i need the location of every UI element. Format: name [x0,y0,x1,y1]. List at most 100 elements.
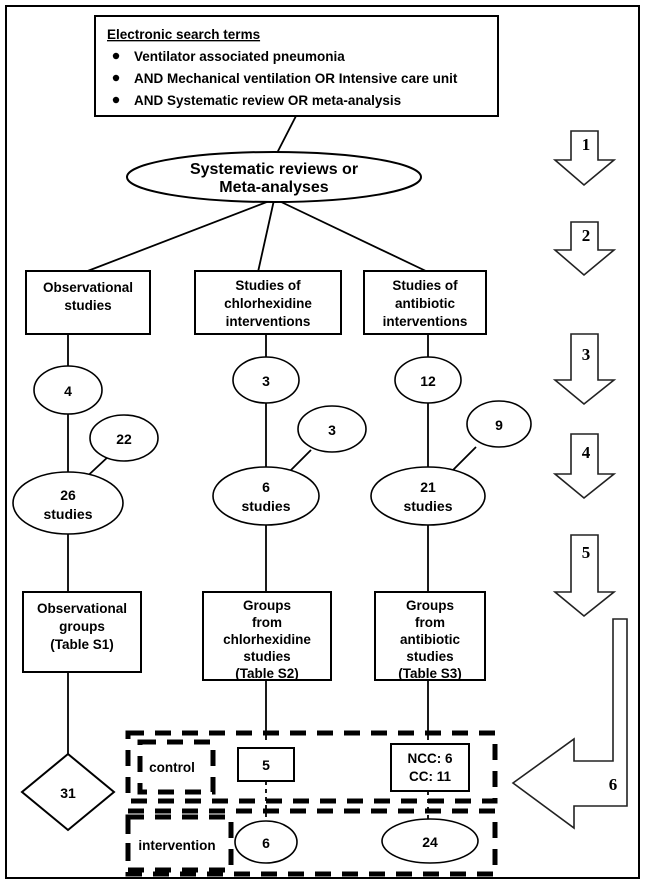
observational-box-rect [25,270,151,335]
search-bullet-1: Ventilator associated pneumonia [134,49,345,64]
step-2-label: 2 [582,226,591,245]
step-1-label: 1 [582,135,591,154]
search-bullet-3: AND Systematic review OR meta-analysis [134,93,401,108]
observational-total-line-1: 26 [60,487,76,503]
observational-box-line-1: Observational [43,280,133,295]
antibiotic-box-line-1: Studies of [392,278,458,293]
antibiotic-side-value: 9 [495,417,503,433]
antibiotic-box-line-3: interventions [383,314,468,329]
intervention-node-chlorhexidine: 6 [234,820,298,864]
step-arrow-3: 3 [552,333,617,406]
antibiotic-total-line-2: studies [403,498,452,514]
diamond-value: 31 [60,785,76,801]
observational-total-oval-shape [12,471,124,535]
bullet-dot-icon [112,74,120,82]
count-observational-side: 22 [89,414,159,462]
step-3-label: 3 [582,345,591,364]
chlorhexidine-box-rect [194,270,342,335]
intervention-label-rect [125,814,234,873]
count-chlorhexidine-total: 6 studies [212,466,320,526]
observational-groups-line-3: (Table S1) [50,637,114,652]
group-box-chlorhexidine: Groups from chlorhexidine studies (Table… [202,591,332,681]
chlorhexidine-groups-line-2: from [252,615,282,630]
control-label-rect [137,739,216,795]
chlorhexidine-total-line-2: studies [241,498,290,514]
step-2-arrow-shape [552,221,617,277]
chlorhexidine-box-line-2: chlorhexidine [224,296,312,311]
main-oval-line-2: Meta-analyses [219,179,328,196]
intervention-antibiotic-value: 24 [422,834,438,850]
control-chlorhexidine-rect [237,747,295,782]
antibiotic-total-oval-shape [370,466,486,526]
step-5-arrow-shape [552,534,617,618]
main-oval-line-1: Systematic reviews or [190,161,358,178]
chlorhexidine-groups-line-1: Groups [243,598,291,613]
search-box-heading: Electronic search terms [107,27,260,42]
bullet-dot-icon [112,52,120,60]
observational-top-value: 4 [64,383,72,399]
control-node-antibiotic: NCC: 6 CC: 11 [390,743,470,792]
intervention-antibiotic-oval-shape [381,818,479,864]
step-4-arrow-shape [552,433,617,500]
antibiotic-groups-line-5: (Table S3) [398,666,462,681]
control-antibiotic-rect [390,743,470,792]
bullet-dot-icon [112,96,120,104]
control-antibiotic-line-2: CC: 11 [409,769,452,784]
observational-groups-line-2: groups [59,619,105,634]
step-1-arrow-shape [552,130,617,187]
observational-side-value: 22 [116,431,132,447]
step-6-label: 6 [609,775,618,794]
figure-border [5,5,640,879]
observational-total-line-2: studies [43,506,92,522]
step-arrow-5: 5 [552,534,617,618]
observational-top-oval-shape [33,365,103,415]
count-antibiotic-total: 21 studies [370,466,486,526]
antibiotic-side-oval-shape [466,400,532,448]
step-6-arrow-shape [511,618,628,830]
observational-box-line-2: studies [64,298,111,313]
observational-diamond: 31 [20,752,116,832]
chlorhexidine-total-line-1: 6 [262,479,270,495]
observational-groups-rect [22,591,142,673]
intervention-chlorhexidine-oval-shape [234,820,298,864]
count-observational-total: 26 studies [12,471,124,535]
chlorhexidine-groups-line-5: (Table S2) [235,666,299,681]
dashed-region-control: control [125,730,498,804]
intervention-node-antibiotic: 24 [381,818,479,864]
step-3-arrow-shape [552,333,617,406]
category-box-observational: Observational studies [25,270,151,335]
antibiotic-total-line-1: 21 [420,479,436,495]
count-antibiotic-side: 9 [466,400,532,448]
antibiotic-top-value: 12 [420,373,436,389]
control-antibiotic-line-1: NCC: 6 [407,751,452,766]
systematic-reviews-oval: Systematic reviews or Meta-analyses [126,151,422,203]
connector-layer [67,115,477,822]
antibiotic-box-rect [363,270,487,335]
category-box-chlorhexidine: Studies of chlorhexidine interventions [194,270,342,335]
connector-oval-to-chlorhexidine [257,199,275,273]
step-arrow-4: 4 [552,433,617,500]
observational-groups-line-1: Observational [37,601,127,616]
antibiotic-groups-line-1: Groups [406,598,454,613]
antibiotic-groups-line-2: from [415,615,445,630]
chlorhexidine-groups-rect [202,591,332,681]
count-chlorhexidine-top: 3 [232,356,300,404]
chlorhexidine-groups-line-3: chlorhexidine [223,632,311,647]
chlorhexidine-groups-line-4: studies [243,649,290,664]
connector-search-to-oval [275,115,297,156]
control-node-chlorhexidine: 5 [237,747,295,782]
chlorhexidine-total-oval-shape [212,466,320,526]
group-box-observational: Observational groups (Table S1) [22,591,142,673]
group-box-antibiotic: Groups from antibiotic studies (Table S3… [374,591,486,681]
step-arrow-1: 1 [552,130,617,187]
search-box-rect [94,15,499,117]
chlorhexidine-box-line-3: interventions [226,314,311,329]
antibiotic-groups-line-3: antibiotic [400,632,460,647]
diamond-shape [20,752,116,832]
observational-side-oval-shape [89,414,159,462]
category-box-antibiotic: Studies of antibiotic interventions [363,270,487,335]
main-oval-shape [126,151,422,203]
count-chlorhexidine-side: 3 [297,405,367,453]
control-chlorhexidine-value: 5 [262,757,270,773]
